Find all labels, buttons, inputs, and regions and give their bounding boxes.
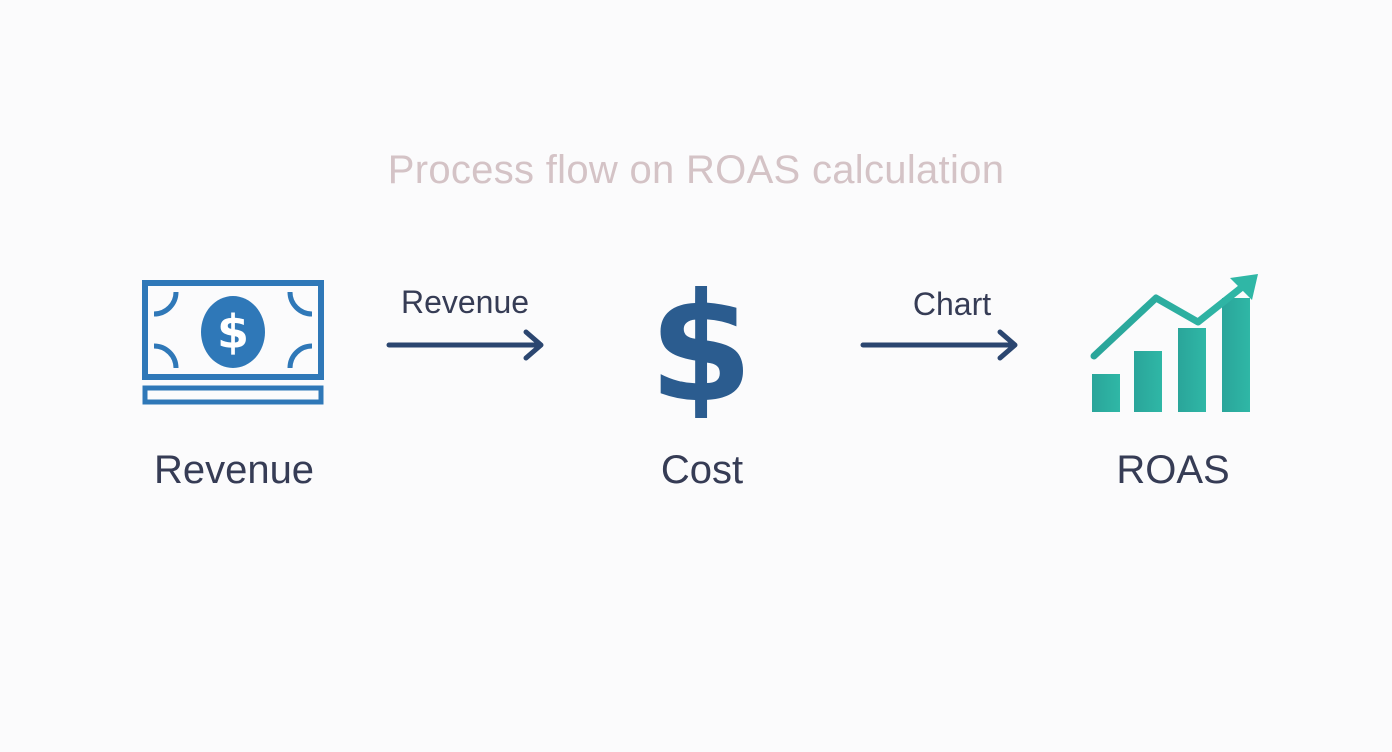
banknote-icon: $: [142, 280, 324, 405]
edge-label-chart: Chart: [912, 286, 992, 322]
arrow-icon: [386, 329, 544, 361]
node-label-roas: ROAS: [1116, 448, 1230, 492]
growth-chart-icon: [1090, 274, 1258, 412]
arrow-icon: [860, 329, 1018, 361]
svg-text:$: $: [217, 305, 249, 359]
node-label-cost: Cost: [660, 448, 744, 492]
edge-label-revenue: Revenue: [400, 284, 530, 320]
diagram-title: Process flow on ROAS calculation: [387, 148, 1005, 192]
node-label-revenue: Revenue: [153, 448, 315, 492]
dollar-sign-icon: $: [649, 266, 753, 418]
svg-text:$: $: [649, 266, 753, 418]
